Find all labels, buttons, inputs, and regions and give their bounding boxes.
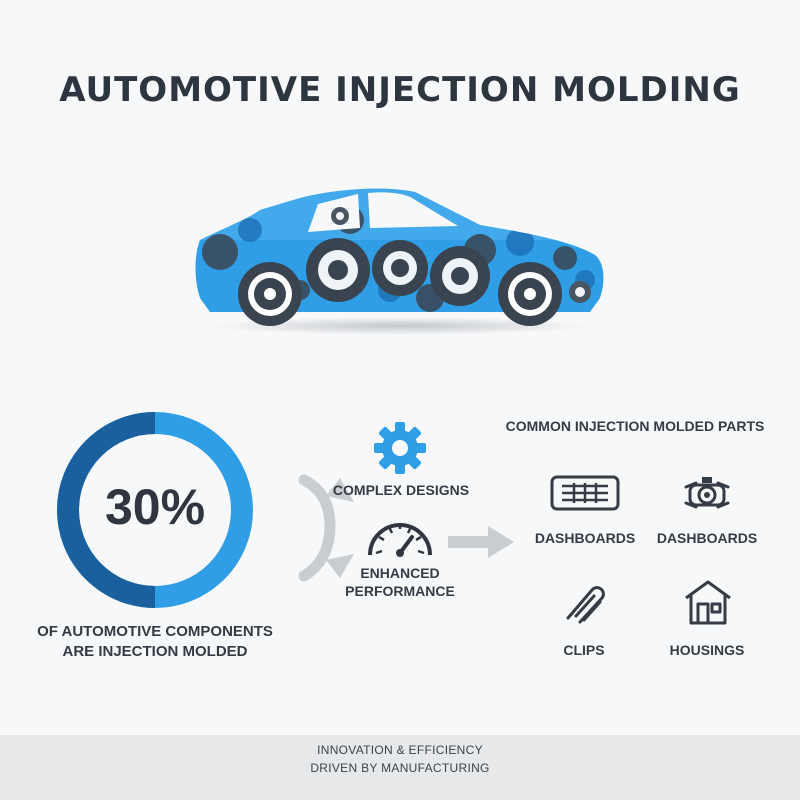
parts-heading: COMMON INJECTION MOLDED PARTS xyxy=(505,418,765,434)
stat-value: 30% xyxy=(104,479,206,535)
progress-ring xyxy=(57,412,253,608)
split-arrow-icon xyxy=(298,474,354,582)
benefit-enhanced-performance: ENHANCED PERFORMANCE xyxy=(330,564,470,600)
benefit-performance-line2: PERFORMANCE xyxy=(345,583,455,599)
housing-icon xyxy=(685,580,731,625)
gear-icon xyxy=(372,240,428,296)
arrow-right-icon xyxy=(448,526,514,558)
gear-icon xyxy=(306,238,370,302)
ring-fill xyxy=(57,412,156,608)
gear-icon xyxy=(331,207,349,225)
part-label: CLIPS xyxy=(563,642,605,658)
speedometer-icon xyxy=(368,523,432,557)
footer: INNOVATION & EFFICIENCY DRIVEN BY MANUFA… xyxy=(0,735,800,800)
footer-line1: INNOVATION & EFFICIENCY xyxy=(317,743,483,757)
page-title: AUTOMOTIVE INJECTION MOLDING xyxy=(59,70,741,110)
stat-caption-line1: OF AUTOMOTIVE COMPONENTS xyxy=(37,623,273,640)
part-label: DASHBOARDS xyxy=(656,530,758,546)
gear-icon xyxy=(430,246,490,306)
car-illustration xyxy=(195,188,604,335)
clip-icon xyxy=(566,586,605,624)
dashboard-vent-icon xyxy=(550,475,620,511)
front-wheel-icon xyxy=(238,262,302,326)
benefit-performance-line1: ENHANCED xyxy=(360,565,440,581)
car-shadow xyxy=(210,317,590,335)
part-label: DASHBOARDS xyxy=(534,530,636,546)
gear-icon xyxy=(374,422,426,474)
sensor-icon xyxy=(684,477,730,509)
footer-line2: DRIVEN BY MANUFACTURING xyxy=(310,761,490,775)
stat-caption: OF AUTOMOTIVE COMPONENTS ARE INJECTION M… xyxy=(20,622,290,662)
gear-icon xyxy=(569,281,591,303)
rear-wheel-icon xyxy=(498,262,562,326)
part-label: HOUSINGS xyxy=(669,642,745,658)
stat-caption-line2: ARE INJECTION MOLDED xyxy=(62,643,248,660)
benefit-complex-designs: COMPLEX DESIGNS xyxy=(332,482,470,498)
